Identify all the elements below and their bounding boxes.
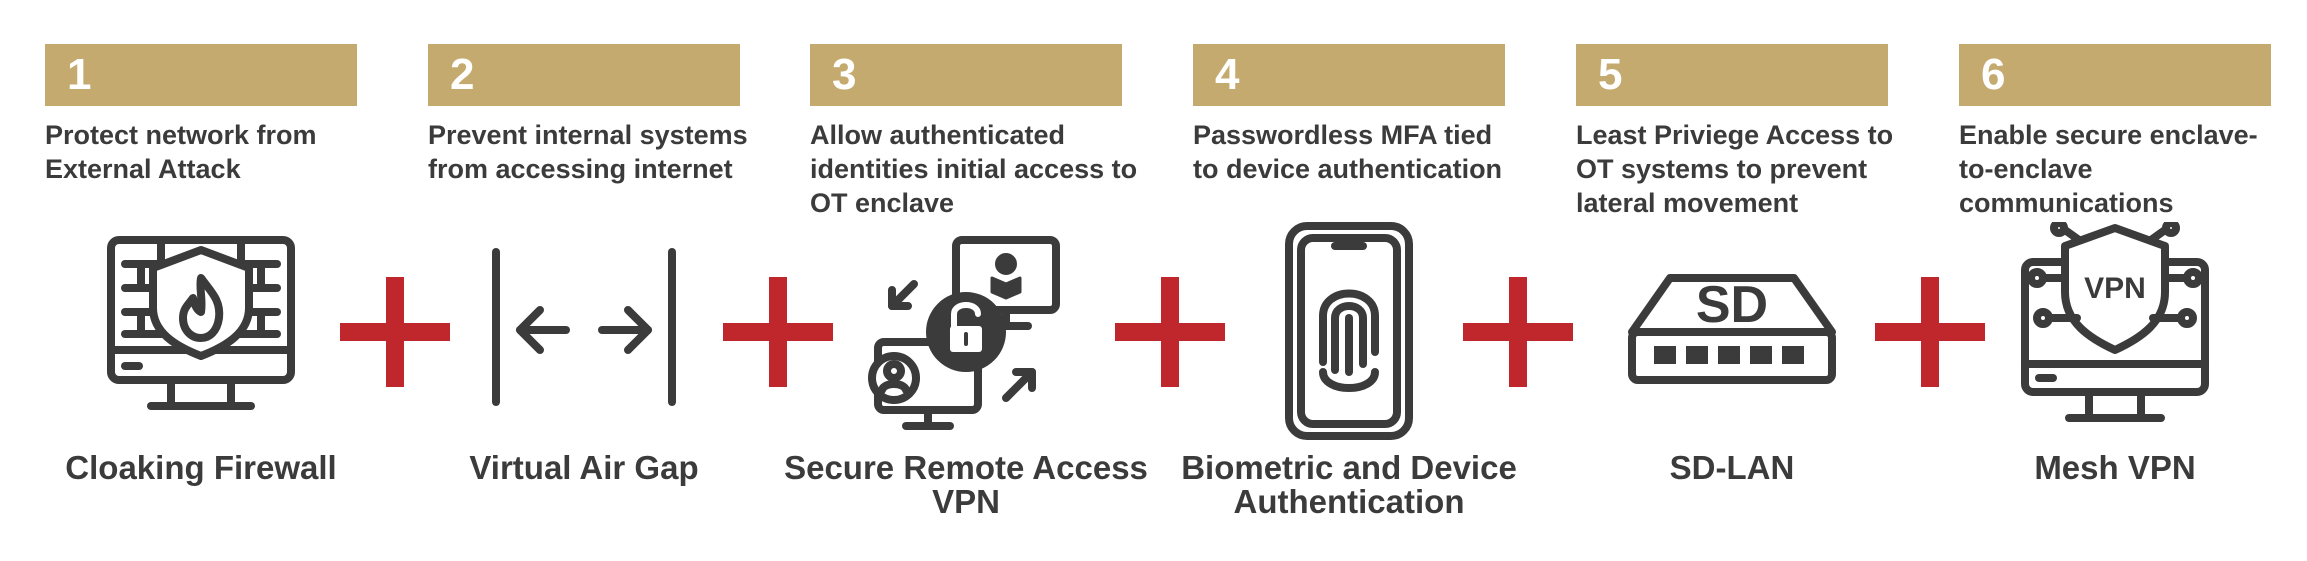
step-label: Cloaking Firewall xyxy=(65,449,337,486)
step-description: Passwordless MFA tied to device authenti… xyxy=(1193,120,1503,184)
step-description: Enable secure enclave-to-enclave communi… xyxy=(1959,120,2258,218)
step-label: Mesh VPN xyxy=(2034,449,2196,486)
plus-icon xyxy=(340,277,450,387)
step-6: 6 Enable secure enclave-to-enclave commu… xyxy=(1959,0,2271,561)
step-description: Allow authenticated identities initial a… xyxy=(810,120,1138,218)
step-label: Secure Remote Access VPN xyxy=(784,449,1148,520)
plus-icon xyxy=(723,277,833,387)
step-description: Least Priviege Access to OT systems to p… xyxy=(1576,120,1894,218)
firewall-shield-flame-icon xyxy=(91,222,311,442)
sd-text: SD xyxy=(1696,276,1768,334)
phone-fingerprint-icon xyxy=(1239,222,1459,442)
step-number-band: 2 xyxy=(428,44,740,106)
step-number-band: 1 xyxy=(45,44,357,106)
step-4: 4 Passwordless MFA tied to device authen… xyxy=(1181,0,1517,561)
step-number-band: 6 xyxy=(1959,44,2271,106)
vpn-text: VPN xyxy=(2084,272,2146,305)
step-number: 5 xyxy=(1598,50,1623,99)
step-2: 2 Prevent internal systems from accessin… xyxy=(428,0,748,561)
step-3: 3 Allow authenticated identities initial… xyxy=(784,0,1148,561)
plus-icon xyxy=(1463,277,1573,387)
air-gap-arrows-icon xyxy=(474,222,694,442)
step-5: 5 Least Priviege Access to OT systems to… xyxy=(1576,0,1893,561)
remote-access-lock-icon xyxy=(856,222,1076,442)
plus-icon xyxy=(1115,277,1225,387)
step-label: Biometric and Device Authentication xyxy=(1181,449,1517,520)
sd-lan-switch-icon: SD xyxy=(1622,222,1842,442)
step-number: 6 xyxy=(1981,50,2006,99)
step-number-band: 4 xyxy=(1193,44,1505,106)
step-number-band: 3 xyxy=(810,44,1122,106)
step-number: 4 xyxy=(1215,50,1240,99)
step-description: Prevent internal systems from accessing … xyxy=(428,120,748,184)
step-label: Virtual Air Gap xyxy=(469,449,699,486)
mesh-vpn-shield-icon: VPN xyxy=(2005,219,2225,442)
plus-icon xyxy=(1875,277,1985,387)
step-label: SD-LAN xyxy=(1669,449,1795,486)
step-description: Protect network from External Attack xyxy=(45,120,317,184)
step-number: 3 xyxy=(832,50,857,99)
step-number-band: 5 xyxy=(1576,44,1888,106)
step-number: 2 xyxy=(450,50,475,99)
step-1: 1 Protect network from External Attack C… xyxy=(45,0,357,561)
step-number: 1 xyxy=(67,50,92,99)
